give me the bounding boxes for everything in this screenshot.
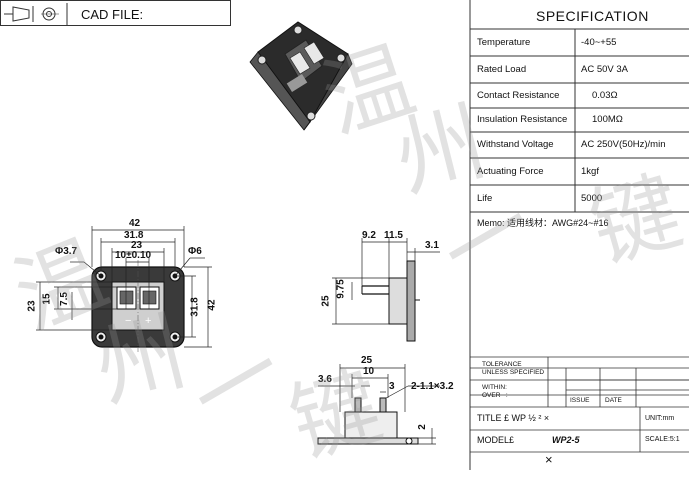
tb-unit: UNIT:mm bbox=[645, 415, 675, 422]
spec-label-rated-load: Rated Load bbox=[477, 64, 527, 75]
spec-value-insulation-resistance: 100MΩ bbox=[592, 114, 623, 125]
spec-memo: Memo: 适用线材：AWG#24~#16 bbox=[477, 218, 609, 228]
tb-scale: SCALE:5:1 bbox=[645, 436, 680, 443]
tb-title: TITLE £ WP ½ ² × bbox=[477, 413, 550, 423]
title-block-frame bbox=[470, 356, 689, 453]
spec-value-rated-load: AC 50V 3A bbox=[581, 64, 628, 75]
spec-value-withstand-voltage: AC 250V(50Hz)/min bbox=[581, 139, 666, 150]
spec-value-actuating-force: 1kgf bbox=[581, 166, 599, 177]
connector-3d-illustration bbox=[249, 21, 353, 131]
dim-front-width-31-8: 31.8 bbox=[124, 230, 144, 241]
dim-side-25: 25 bbox=[320, 295, 332, 307]
spec-label-life: Life bbox=[477, 193, 493, 204]
spec-label-temperature: Temperature bbox=[477, 37, 531, 48]
spec-value-contact-resistance: 0.03Ω bbox=[592, 90, 618, 101]
spec-label-insulation-resistance: Insulation Resistance bbox=[477, 114, 568, 125]
spec-value-temperature: -40~+55 bbox=[581, 37, 617, 48]
spec-table-frame bbox=[469, 0, 689, 470]
bottom-dimension-lines bbox=[318, 364, 440, 445]
dim-bottom-10: 10 bbox=[363, 366, 375, 377]
dim-front-height-15: 15 bbox=[41, 293, 53, 305]
tb-date: DATE bbox=[605, 397, 622, 404]
tb-model-label: MODEL£ bbox=[477, 435, 515, 445]
dim-front-width-42: 42 bbox=[129, 218, 141, 229]
dim-front-width-10: 10±0.10 bbox=[115, 250, 152, 261]
terminal-minus-mark: − bbox=[125, 315, 132, 327]
tb-model-value: WP2-5 bbox=[552, 435, 580, 445]
front-view bbox=[91, 260, 185, 352]
dim-front-height-23: 23 bbox=[26, 300, 38, 312]
terminal-plus-mark: + bbox=[145, 315, 152, 327]
bottom-view bbox=[317, 397, 419, 445]
spec-label-contact-resistance: Contact Resistance bbox=[477, 90, 560, 101]
tb-mark: × bbox=[545, 452, 553, 467]
tb-issue: ISSUE bbox=[570, 397, 590, 404]
side-view bbox=[361, 260, 420, 342]
dim-bottom-3-6: 3.6 bbox=[318, 374, 332, 385]
dim-side-3-1: 3.1 bbox=[425, 240, 439, 251]
technical-drawing bbox=[36, 0, 689, 470]
dim-front-height-42: 42 bbox=[206, 299, 218, 311]
tb-tolerance: TOLERANCE UNLESS SPECIFIED bbox=[482, 361, 545, 376]
cad-file-header: CAD FILE: bbox=[0, 0, 231, 26]
dim-bottom-25: 25 bbox=[361, 355, 373, 366]
spec-label-withstand-voltage: Withstand Voltage bbox=[477, 139, 554, 150]
dim-side-9-75: 9.75 bbox=[335, 279, 347, 299]
dim-side-9-2: 9.2 bbox=[362, 230, 376, 241]
spec-label-actuating-force: Actuating Force bbox=[477, 166, 544, 177]
tb-within-over: WITHIN: OVER : bbox=[482, 384, 508, 399]
dim-side-11-5: 11.5 bbox=[384, 230, 403, 241]
dim-front-phi6: Φ6 bbox=[188, 246, 202, 257]
dim-front-phi3-7: Φ3.7 bbox=[55, 246, 78, 257]
dim-bottom-3: 3 bbox=[389, 381, 395, 392]
spec-value-life: 5000 bbox=[581, 193, 603, 204]
cad-file-label: CAD FILE: bbox=[81, 7, 144, 22]
front-dimension-lines bbox=[36, 226, 212, 348]
cad-logo-icon bbox=[4, 3, 68, 25]
side-dimension-lines bbox=[332, 238, 440, 325]
dim-bottom-2: 2 bbox=[416, 424, 428, 430]
spec-title: SPECIFICATION bbox=[536, 8, 649, 24]
dim-bottom-pin-size: 2-1.1×3.2 bbox=[411, 381, 454, 392]
dim-front-width-23: 23 bbox=[131, 240, 143, 251]
dim-front-height-31-8: 31.8 bbox=[189, 297, 201, 317]
dim-front-height-7-5: 7.5 bbox=[58, 292, 70, 306]
